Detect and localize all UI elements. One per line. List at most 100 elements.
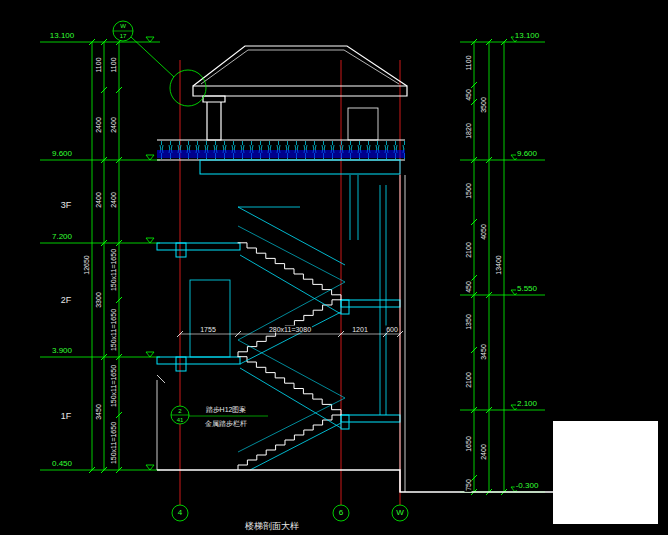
dimension-text: 1755 (199, 326, 217, 333)
dimension-line (92, 42, 119, 470)
detail-index-circle (171, 406, 189, 424)
level-value: 7.200 (51, 233, 73, 241)
landing-slab (341, 415, 400, 422)
axis-bubble (172, 505, 188, 521)
leader-line (189, 416, 268, 417)
level-symbol (511, 37, 519, 492)
dimension-text: 150x11=1650 (110, 308, 117, 352)
level-value: 13.100 (514, 32, 540, 40)
level-line (460, 42, 545, 492)
handrail-line (238, 226, 345, 452)
callout-number: 41 (176, 417, 185, 423)
soffit-line (240, 312, 341, 364)
axis-line (180, 60, 400, 505)
balustrade-band (157, 150, 405, 158)
roof-inner-line (201, 50, 399, 84)
upper-flight-line (238, 207, 345, 265)
dimension-tick (471, 39, 507, 495)
right-dimension-lines (460, 37, 545, 495)
level-value: 5.550 (516, 285, 538, 293)
beam (341, 415, 349, 429)
exterior-wall (190, 175, 405, 492)
dimension-text: 2400 (480, 443, 487, 461)
dimension-text: 2100 (465, 371, 472, 389)
index-divider (171, 415, 189, 416)
detail-index-circle (113, 21, 133, 41)
axis-number: 4 (177, 509, 183, 517)
dimension-text: 2400 (95, 116, 102, 134)
level-value: 2.100 (516, 400, 538, 408)
dimension-text: 450 (465, 88, 472, 102)
dimension-text: 750 (465, 478, 472, 492)
roof-outline (193, 46, 407, 86)
ground-line (157, 470, 553, 492)
soffit-line (240, 368, 341, 428)
detail-circle (170, 70, 206, 106)
dimension-text: 2400 (95, 191, 102, 209)
floor-slab (157, 357, 240, 364)
beam (341, 300, 349, 314)
dimension-text: 3300 (95, 291, 102, 309)
wall-line (157, 380, 158, 470)
dimension-text: 1100 (465, 54, 472, 71)
roof (193, 46, 407, 140)
dimension-text: 3450 (95, 403, 102, 421)
level-symbol (146, 37, 154, 470)
roof-slab (200, 160, 400, 174)
window-frame (350, 175, 358, 240)
column (203, 96, 225, 140)
axis-number: 6 (338, 509, 344, 517)
dimension-text: 1650 (465, 435, 472, 453)
level-value: 0.450 (51, 460, 73, 468)
level-value: 13.100 (49, 32, 75, 40)
stair-flights (238, 243, 342, 470)
dimension-text: 13400 (495, 254, 502, 275)
callout-note: 金属踏步栏杆 (204, 420, 248, 427)
dimension-line (474, 42, 504, 492)
stair-soffits (238, 207, 345, 470)
dimension-text: 1201 (351, 326, 369, 333)
axis-bubble (333, 505, 349, 521)
dimension-text: 12650 (83, 254, 90, 275)
roof-eave (193, 86, 407, 96)
dimension-text: 1820 (465, 122, 472, 140)
dimension-text: 2100 (465, 241, 472, 259)
slabs (157, 160, 400, 429)
stair-steps (238, 415, 341, 470)
callout-number: 2 (177, 408, 182, 414)
dimension-text: 1100 (95, 56, 102, 73)
callout-number: 17 (119, 33, 128, 39)
stair-steps (238, 243, 341, 300)
window-frame (380, 185, 386, 415)
dimension-text: 2400 (110, 191, 117, 209)
leader-line (131, 37, 174, 77)
axis-number: W (395, 509, 405, 517)
level-value: 9.600 (516, 150, 538, 158)
floor-name: 1F (60, 412, 73, 421)
dimension-text: 1100 (110, 56, 117, 73)
index-divider (113, 31, 133, 32)
blank-panel (553, 421, 658, 524)
dimension-text: 150x11=1650 (110, 364, 117, 408)
beam (176, 357, 186, 371)
stair-steps (238, 357, 341, 415)
dimension-text: 2400 (110, 116, 117, 134)
axis-bubble (392, 505, 408, 521)
door-frame (190, 280, 230, 357)
beam (176, 243, 186, 257)
dimension-line (180, 334, 400, 335)
parapet-wall (348, 108, 378, 140)
level-value: -0.300 (515, 482, 540, 490)
callout-note: 踏步H12图案 (205, 406, 248, 413)
dimension-text: 3450 (480, 343, 487, 361)
balustrade (157, 140, 405, 160)
floor-slab (157, 243, 240, 250)
dimension-text: 1350 (465, 313, 472, 331)
dimension-text: 1500 (465, 182, 472, 200)
callout-number: W (119, 23, 127, 29)
dimension-tick (89, 39, 122, 473)
dimension-text: 280x11=3080 (268, 326, 312, 333)
dimension-text: 3500 (480, 96, 487, 114)
